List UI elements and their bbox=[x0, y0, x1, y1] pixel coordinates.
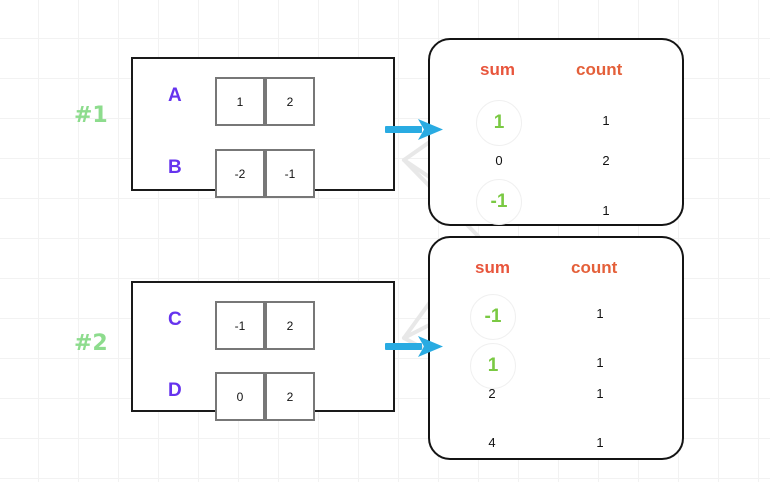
cell: 2 bbox=[265, 372, 315, 421]
result-1-row-2-count: 1 bbox=[602, 203, 610, 218]
partition-2-row-d-cells: 0 2 bbox=[215, 372, 315, 421]
result-2-row-2-sum: 2 bbox=[488, 386, 496, 401]
step-tag-1: #1 bbox=[74, 103, 108, 128]
cell: -1 bbox=[215, 301, 265, 350]
result-panel-1: sum count 1 1 0 2 -1 1 bbox=[428, 38, 684, 226]
partition-2-row-label-c: C bbox=[168, 309, 183, 330]
cell: 2 bbox=[265, 77, 315, 126]
result-1-header-sum: sum bbox=[480, 60, 515, 79]
partition-1-row-label-a: A bbox=[168, 85, 183, 106]
result-1-row-0-sum: 1 bbox=[476, 100, 522, 146]
partition-1-row-b-cells: -2 -1 bbox=[215, 149, 315, 198]
result-2-row-1-count: 1 bbox=[596, 355, 604, 370]
cell: -1 bbox=[265, 149, 315, 198]
cell: 2 bbox=[265, 301, 315, 350]
result-2-row-3-count: 1 bbox=[596, 435, 604, 450]
step-tag-2: #2 bbox=[74, 331, 108, 356]
result-2-row-1-sum: 1 bbox=[470, 343, 516, 389]
partition-2-row-label-d: D bbox=[168, 380, 183, 401]
result-2-row-0-count: 1 bbox=[596, 306, 604, 321]
cell: 1 bbox=[215, 77, 265, 126]
partition-1-row-label-b: B bbox=[168, 157, 183, 178]
cell: 0 bbox=[215, 372, 265, 421]
partition-box-1: A 1 2 B -2 -1 bbox=[131, 57, 395, 198]
result-panel-2: sum count -1 1 1 1 2 1 4 1 bbox=[428, 236, 684, 460]
result-2-header-sum: sum bbox=[475, 258, 510, 277]
result-2-header-count: count bbox=[571, 258, 618, 277]
result-2-row-2-count: 1 bbox=[596, 386, 604, 401]
result-1-header-count: count bbox=[576, 60, 623, 79]
result-2-row-0-sum: -1 bbox=[470, 294, 516, 340]
cell: -2 bbox=[215, 149, 265, 198]
partition-2-row-c-cells: -1 2 bbox=[215, 301, 315, 350]
result-1-row-1-count: 2 bbox=[602, 153, 610, 168]
partition-1-row-a-cells: 1 2 bbox=[215, 77, 315, 126]
partition-box-2: C -1 2 D 0 2 bbox=[131, 281, 395, 421]
result-1-row-1-sum: 0 bbox=[495, 153, 503, 168]
result-2-row-3-sum: 4 bbox=[488, 435, 496, 450]
result-1-row-2-sum: -1 bbox=[476, 179, 522, 225]
result-1-row-0-count: 1 bbox=[602, 113, 610, 128]
